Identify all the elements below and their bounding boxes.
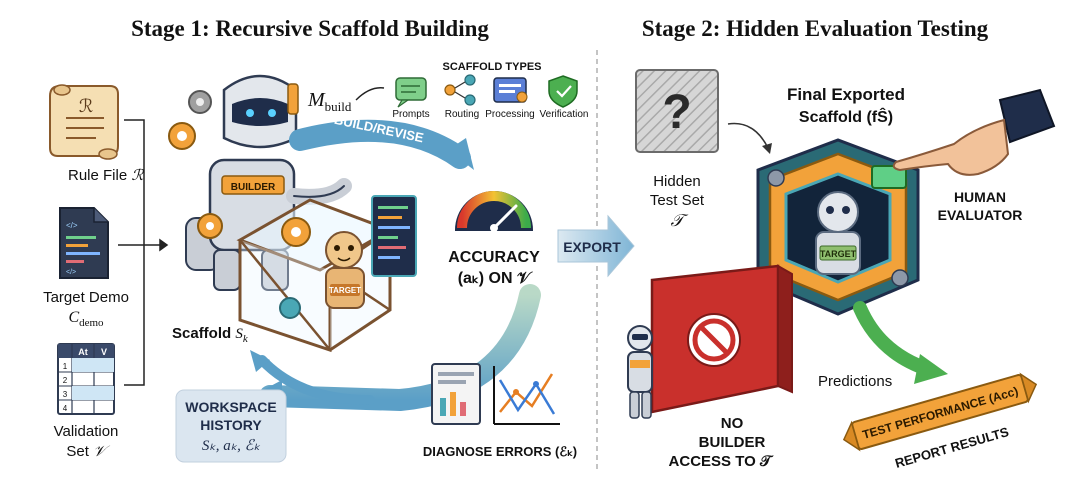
- target-badge: TARGET: [820, 249, 857, 259]
- processing-icon: [493, 77, 528, 103]
- history-label: HISTORY: [200, 417, 262, 433]
- report-doc-icon: [431, 363, 481, 425]
- build-revise-arrowhead: [448, 138, 474, 170]
- error-plot-icon: [493, 366, 560, 425]
- model-symbol: Mbuild: [307, 89, 352, 114]
- workspace-history-box: [175, 389, 287, 463]
- routing-icon: [444, 74, 476, 106]
- verification-icon: [548, 75, 578, 108]
- question-mark-icon: ?: [662, 86, 691, 139]
- svg-text:</>: </>: [66, 221, 78, 230]
- scaffold-frame: [236, 195, 417, 353]
- table-row-3: 3: [63, 390, 68, 399]
- export-label: EXPORT: [563, 239, 621, 255]
- no-label: NO: [721, 415, 744, 432]
- test-set-symbol: 𝒯: [670, 211, 688, 230]
- table-row-4: 4: [63, 404, 68, 413]
- hidden-label: Hidden: [653, 173, 701, 190]
- table-col-v: V: [101, 347, 107, 357]
- test-set-label: Test Set: [650, 192, 705, 209]
- code-file-icon: </> </>: [59, 207, 109, 279]
- target-demo-symbol: Cdemo: [68, 309, 104, 329]
- builder-badge: BUILDER: [231, 182, 276, 193]
- export-arrow: [557, 214, 635, 278]
- stage1-title: Stage 1: Recursive Scaffold Building: [131, 16, 489, 41]
- type-routing: Routing: [445, 109, 479, 120]
- history-arrowhead: [250, 350, 270, 372]
- workspace-label: WORKSPACE: [185, 399, 277, 415]
- svg-text:</>: </>: [66, 269, 76, 276]
- builder-label: BUILDER: [699, 434, 766, 451]
- hidden-to-scaffold-arrow: [727, 122, 769, 149]
- table-col-at: At: [78, 347, 88, 357]
- gauge-icon: [454, 191, 534, 232]
- scaffold-types-title: SCAFFOLD TYPES: [442, 61, 541, 73]
- evaluator-label: EVALUATOR: [938, 207, 1023, 223]
- stage2-title: Stage 2: Hidden Evaluation Testing: [642, 16, 989, 41]
- final-scaffold-label: Final Exported: [787, 85, 905, 104]
- target-robot-small: [325, 231, 365, 309]
- hidden-test-set-card: [635, 69, 719, 153]
- target-badge-small: TARGET: [329, 286, 361, 295]
- type-prompts: Prompts: [392, 109, 429, 120]
- target-demo-label: Target Demo: [43, 289, 129, 306]
- blocked-builder-robot: [627, 325, 653, 419]
- test-performance-banner: [842, 372, 1038, 452]
- final-scaffold-symbol: Scaffold (fŜ): [799, 107, 893, 126]
- table-row-1: 1: [63, 362, 68, 371]
- predictions-arrowhead: [914, 354, 948, 384]
- access-to-test-label: ACCESS TO 𝒯: [669, 453, 774, 470]
- spreadsheet-icon: [57, 343, 115, 415]
- type-processing: Processing: [485, 109, 534, 120]
- scaffold-label: Scaffold Sk: [172, 325, 249, 345]
- table-row-2: 2: [63, 376, 68, 385]
- build-revise-arrow: [289, 119, 471, 169]
- hidden-arrowhead: [762, 143, 772, 154]
- scroll-icon: [49, 84, 119, 160]
- feedback-arrow: [259, 284, 541, 412]
- validation-label: Validation: [54, 423, 119, 440]
- prompts-icon: [395, 77, 427, 108]
- validation-set-label: Set 𝒱: [66, 443, 110, 460]
- accuracy-label: ACCURACY: [448, 249, 540, 266]
- type-verification: Verification: [540, 109, 589, 120]
- accuracy-on-validation: (aₖ) ON 𝒱: [458, 270, 533, 287]
- target-robot: [815, 191, 861, 275]
- history-variables: Sₖ, aₖ, ℰₖ: [202, 438, 261, 454]
- diagnose-errors-label: DIAGNOSE ERRORS (ℰₖ): [423, 444, 577, 459]
- predictions-label: Predictions: [818, 373, 892, 390]
- no-access-wall: [650, 264, 793, 414]
- history-arrow: [257, 355, 375, 405]
- rule-file-label: Rule File ℛ: [68, 167, 144, 184]
- rule-symbol-on-scroll: ℛ: [79, 96, 93, 116]
- input-connector: [118, 119, 169, 386]
- human-hand-icon: [892, 88, 1056, 176]
- human-label: HUMAN: [954, 189, 1006, 205]
- model-connector: [355, 87, 385, 101]
